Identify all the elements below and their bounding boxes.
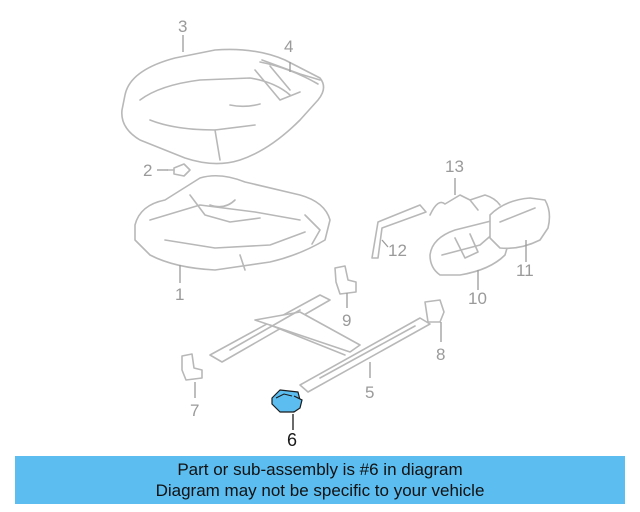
callout-9: 9 (342, 311, 351, 330)
seat-cushion-part[interactable] (121, 48, 325, 165)
callout-12: 12 (388, 241, 407, 260)
callout-6: 6 (287, 430, 297, 450)
bracket-9-part[interactable] (334, 265, 357, 295)
callout-10: 10 (468, 289, 487, 308)
callout-7: 7 (190, 401, 199, 420)
cushion-cover-part[interactable] (261, 59, 321, 91)
side-cover-part[interactable] (489, 197, 551, 250)
callout-8: 8 (436, 345, 445, 364)
callout-5: 5 (365, 383, 374, 402)
banner-line-disclaimer: Diagram may not be specific to your vehi… (155, 481, 485, 500)
info-banner: Part or sub-assembly is #6 in diagram Di… (15, 456, 625, 504)
callout-2: 2 (143, 161, 152, 180)
lever-rod-part[interactable] (371, 204, 427, 259)
callout-11: 11 (516, 261, 534, 280)
parts-diagram: 3 4 2 1 9 8 5 7 6 13 12 10 11 (121, 17, 551, 450)
seat-track-part[interactable] (209, 294, 431, 393)
callout-3: 3 (178, 17, 187, 36)
bracket-7-part[interactable] (181, 353, 203, 381)
highlighted-part-6[interactable] (271, 389, 303, 413)
callout-4: 4 (284, 37, 293, 56)
spring-wire-part[interactable] (429, 194, 501, 216)
seat-frame-part[interactable] (134, 174, 331, 271)
callout-1: 1 (175, 285, 184, 304)
leader-12 (381, 239, 389, 248)
screw-part[interactable] (167, 163, 191, 177)
bracket-8-part[interactable] (424, 299, 445, 323)
callout-13: 13 (445, 157, 464, 176)
banner-line-part-number: Part or sub-assembly is #6 in diagram (177, 460, 463, 479)
